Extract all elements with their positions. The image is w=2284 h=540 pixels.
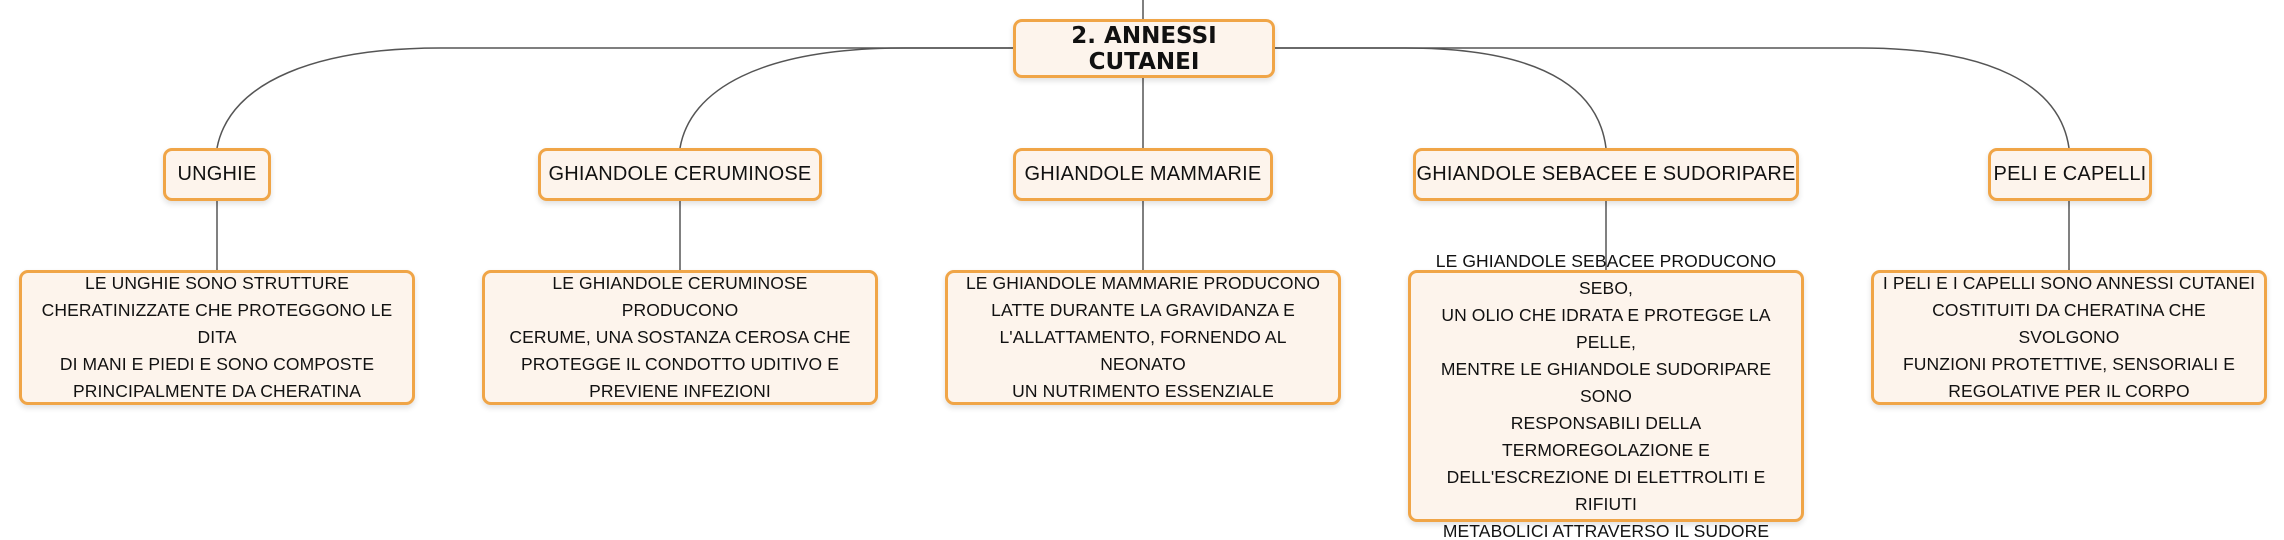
description-line: REGOLATIVE PER IL CORPO [1948,381,2190,401]
description-node-peli-capelli[interactable]: I PELI E I CAPELLI SONO ANNESSI CUTANEI … [1871,270,2267,405]
description-line: RESPONSABILI DELLA TERMOREGOLAZIONE E [1502,412,1710,460]
branch-node-ghiandole-mammarie[interactable]: GHIANDOLE MAMMARIE [1013,148,1273,201]
description-node-unghie[interactable]: LE UNGHIE SONO STRUTTURE CHERATINIZZATE … [19,270,415,405]
description-node-ghiandole-mammarie[interactable]: LE GHIANDOLE MAMMARIE PRODUCONO LATTE DU… [945,270,1341,405]
description-line: PROTEGGE IL CONDOTTO UDITIVO E [520,354,840,374]
branch-node-ghiandole-ceruminose[interactable]: GHIANDOLE CERUMINOSE [538,148,822,201]
branch-label: GHIANDOLE MAMMARIE [1024,163,1262,185]
branch-node-ghiandole-sebacee-sudoripare[interactable]: GHIANDOLE SEBACEE E SUDORIPARE [1413,148,1799,201]
branch-label: UNGHIE [177,163,257,185]
description-text: LE GHIANDOLE MAMMARIE PRODUCONO LATTE DU… [956,270,1330,405]
branch-label: GHIANDOLE SEBACEE E SUDORIPARE [1416,163,1796,185]
description-line: FUNZIONI PROTETTIVE, SENSORIALI E [1903,354,2235,374]
description-line: COSTITUITI DA CHERATINA CHE SVOLGONO [1932,300,2206,347]
description-line: UN OLIO CHE IDRATA E PROTEGGE LA PELLE, [1441,304,1771,352]
description-text: LE UNGHIE SONO STRUTTURE CHERATINIZZATE … [30,270,404,405]
description-line: METABOLICI ATTRAVERSO IL SUDORE [1442,520,1770,540]
branch-label: PELI E CAPELLI [1993,163,2147,185]
description-line: LE GHIANDOLE MAMMARIE PRODUCONO [965,273,1321,293]
connector-ceruminose [679,47,1013,149]
root-label: 2. ANNESSI CUTANEI [1071,22,1217,75]
description-line: LATTE DURANTE LA GRAVIDANZA E [991,300,1295,320]
branch-node-unghie[interactable]: UNGHIE [163,148,271,201]
connector-peli [1275,47,2070,149]
description-line: DI MANI E PIEDI E SONO COMPOSTE [59,354,375,374]
description-line: CHERATINIZZATE CHE PROTEGGONO LE DITA [41,300,393,347]
description-line: L'ALLATTAMENTO, FORNENDO AL NEONATO [999,327,1287,374]
connector-sebacee [1275,47,1607,149]
description-line: PREVIENE INFEZIONI [589,381,771,401]
description-line: MENTRE LE GHIANDOLE SUDORIPARE SONO [1440,358,1772,406]
root-node[interactable]: 2. ANNESSI CUTANEI [1013,19,1275,78]
branch-label: GHIANDOLE CERUMINOSE [548,163,812,185]
description-line: LE UNGHIE SONO STRUTTURE [85,273,349,293]
description-node-ghiandole-ceruminose[interactable]: LE GHIANDOLE CERUMINOSE PRODUCONO CERUME… [482,270,878,405]
branch-node-peli-capelli[interactable]: PELI E CAPELLI [1988,148,2152,201]
description-line: LE GHIANDOLE CERUMINOSE PRODUCONO [552,273,808,320]
description-line: I PELI E I CAPELLI SONO ANNESSI CUTANEI [1882,273,2256,293]
description-text: LE GHIANDOLE CERUMINOSE PRODUCONO CERUME… [493,270,867,405]
description-text: LE GHIANDOLE SEBACEE PRODUCONO SEBO, UN … [1419,248,1793,540]
description-line: PRINCIPALMENTE DA CHERATINA [73,381,361,401]
description-line: UN NUTRIMENTO ESSENZIALE [1012,381,1274,401]
connector-unghie [216,47,1013,149]
description-line: DELL'ESCREZIONE DI ELETTROLITI E RIFIUTI [1446,466,1766,514]
description-line: LE GHIANDOLE SEBACEE PRODUCONO SEBO, [1435,250,1777,298]
description-line: CERUME, UNA SOSTANZA CEROSA CHE [509,327,851,347]
description-text: I PELI E I CAPELLI SONO ANNESSI CUTANEI … [1882,270,2256,405]
description-node-ghiandole-sebacee-sudoripare[interactable]: LE GHIANDOLE SEBACEE PRODUCONO SEBO, UN … [1408,251,1804,540]
